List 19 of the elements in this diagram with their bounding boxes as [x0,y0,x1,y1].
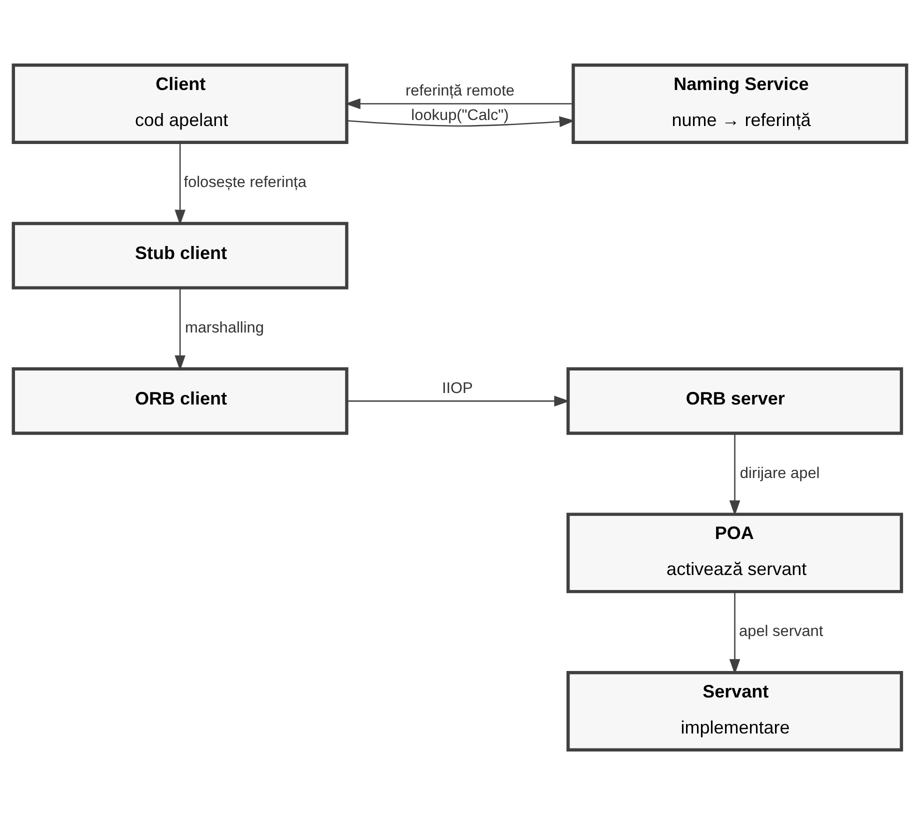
node-box: Client cod apelant [12,64,348,144]
node-box: Servant implementare [566,671,904,752]
arrow [729,433,740,516]
arrow [729,592,740,675]
arrow [174,288,186,371]
edge-label: lookup("Calc") [411,106,509,124]
node-box: POA activează servant [566,512,904,594]
arrow [347,116,575,128]
node-box: ORB client [12,367,348,435]
edge-label: IIOP [442,380,473,397]
node-box: Stub client [12,222,348,290]
edge-label: apel servant [739,623,824,640]
arrow [344,98,573,110]
edge-label: referință remote [406,82,514,100]
edge-label: dirijare apel [740,464,820,482]
node-box: ORB server [566,367,904,435]
node-box: Naming Service nume → referință [572,64,908,144]
edge-label: marshalling [185,319,264,336]
edge-label: folosește referința [184,174,306,191]
